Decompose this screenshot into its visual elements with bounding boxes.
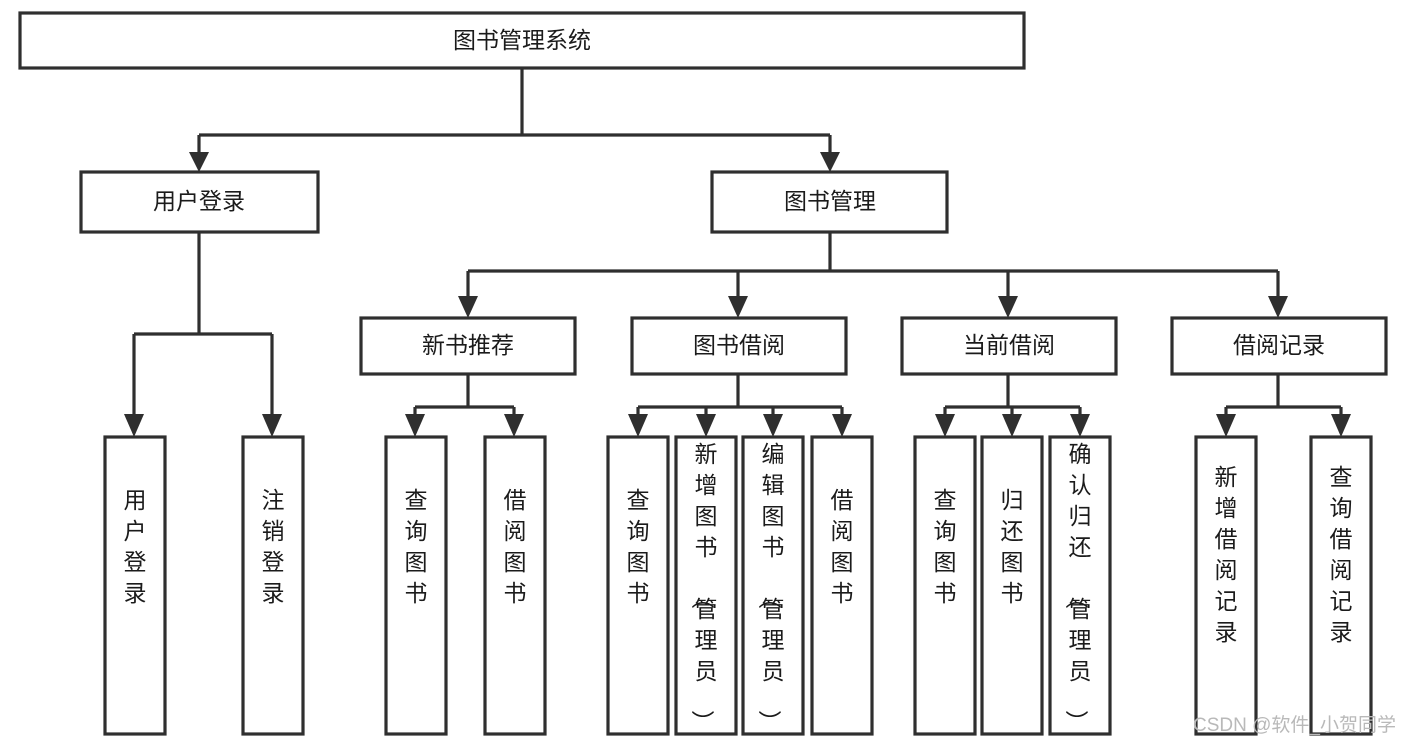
node-borrow-record-box[interactable] (1170, 316, 1388, 376)
node-leaf-add-book[interactable]: 新增图书（管理员） (674, 435, 738, 736)
node-leaf-query-book-3[interactable]: 查询图书 (913, 435, 977, 736)
arrowhead-leaf-add-record (1216, 414, 1236, 437)
arrowhead-leaf-add-book (696, 414, 716, 437)
node-leaf-query-book-3-box[interactable] (913, 435, 977, 736)
node-book-management-box[interactable] (710, 170, 949, 234)
arrowhead-leaf-query-book-1 (405, 414, 425, 437)
arrowhead-borrow-record (1268, 296, 1288, 318)
node-root-box[interactable] (18, 11, 1026, 70)
node-leaf-add-book-label: 新增图书（管理员） (690, 441, 718, 733)
arrowhead-user-login (189, 152, 209, 172)
node-leaf-user-login-box[interactable] (103, 435, 167, 736)
node-leaf-query-record-box[interactable] (1309, 435, 1373, 736)
arrowhead-leaf-confirm-return (1070, 414, 1090, 437)
node-leaf-query-record-label: 查询借阅记录 (1330, 464, 1353, 645)
node-leaf-return-book-label: 归还图书 (1001, 487, 1024, 606)
node-book-borrow[interactable]: 图书借阅 (630, 316, 848, 376)
node-new-book-recommend-box[interactable] (359, 316, 577, 376)
arrowhead-leaf-user-login (124, 414, 144, 437)
node-current-borrow[interactable]: 当前借阅 (900, 316, 1118, 376)
node-leaf-borrow-book-1-box[interactable] (483, 435, 547, 736)
node-borrow-record-label: 借阅记录 (1233, 332, 1325, 358)
node-leaf-query-book-1-box[interactable] (384, 435, 448, 736)
node-leaf-query-book-2[interactable]: 查询图书 (606, 435, 670, 736)
node-leaf-borrow-book-1-label: 借阅图书 (504, 487, 527, 606)
arrowhead-leaf-query-record (1331, 414, 1351, 437)
node-leaf-add-record-label: 新增借阅记录 (1215, 464, 1238, 645)
node-leaf-borrow-book-2[interactable]: 借阅图书 (810, 435, 874, 736)
node-book-management-label: 图书管理 (784, 188, 876, 214)
node-leaf-edit-book[interactable]: 编辑图书（管理员） (741, 435, 805, 736)
node-leaf-query-book-2-label: 查询图书 (627, 487, 650, 606)
arrowhead-leaf-query-book-3 (935, 414, 955, 437)
node-leaf-query-book-1-label: 查询图书 (405, 487, 428, 606)
node-leaf-edit-book-label: 编辑图书（管理员） (757, 441, 785, 733)
node-leaf-logout-login[interactable]: 注销登录 (241, 435, 305, 736)
node-user-login-box[interactable] (79, 170, 320, 234)
node-user-login[interactable]: 用户登录 (79, 170, 320, 234)
node-leaf-confirm-return[interactable]: 确认归还（管理员） (1048, 435, 1112, 736)
node-leaf-add-record-box[interactable] (1194, 435, 1258, 736)
arrowhead-book-borrow (728, 296, 748, 318)
node-leaf-query-book-1[interactable]: 查询图书 (384, 435, 448, 736)
arrowhead-leaf-edit-book (763, 414, 783, 437)
node-leaf-confirm-return-label: 确认归还（管理员） (1064, 441, 1092, 733)
node-leaf-query-book-2-box[interactable] (606, 435, 670, 736)
arrowhead-leaf-borrow-book-2 (832, 414, 852, 437)
csdn-watermark: CSDN @软件_小贺同学 (1193, 714, 1396, 736)
node-leaf-return-book[interactable]: 归还图书 (980, 435, 1044, 736)
node-leaf-add-book-box[interactable] (674, 435, 738, 736)
node-leaf-logout-login-label: 注销登录 (262, 487, 285, 606)
arrowhead-leaf-logout-login (262, 414, 282, 437)
node-book-borrow-box[interactable] (630, 316, 848, 376)
node-leaf-edit-book-box[interactable] (741, 435, 805, 736)
node-leaf-add-record[interactable]: 新增借阅记录 (1194, 435, 1258, 736)
arrowhead-current-borrow (998, 296, 1018, 318)
node-leaf-borrow-book-2-label: 借阅图书 (831, 487, 854, 606)
arrowhead-leaf-borrow-book-1 (504, 414, 524, 437)
node-leaf-query-book-3-label: 查询图书 (934, 487, 957, 606)
connector-group (124, 68, 1351, 437)
node-leaf-borrow-book-2-box[interactable] (810, 435, 874, 736)
node-leaf-user-login[interactable]: 用户登录 (103, 435, 167, 736)
node-current-borrow-box[interactable] (900, 316, 1118, 376)
node-leaf-user-login-label: 用户登录 (124, 487, 147, 606)
node-root-label: 图书管理系统 (453, 27, 591, 53)
node-leaf-confirm-return-box[interactable] (1048, 435, 1112, 736)
node-new-book-recommend-label: 新书推荐 (422, 332, 514, 358)
node-root[interactable]: 图书管理系统 (18, 11, 1026, 70)
node-book-management[interactable]: 图书管理 (710, 170, 949, 234)
node-book-borrow-label: 图书借阅 (693, 332, 785, 358)
node-new-book-recommend[interactable]: 新书推荐 (359, 316, 577, 376)
node-leaf-query-record[interactable]: 查询借阅记录 (1309, 435, 1373, 736)
node-user-login-label: 用户登录 (153, 188, 245, 214)
arrowhead-new-book-recommend (458, 296, 478, 318)
arrowhead-leaf-query-book-2 (628, 414, 648, 437)
arrowhead-book-management (820, 152, 840, 172)
arrowhead-leaf-return-book (1002, 414, 1022, 437)
node-leaf-borrow-book-1[interactable]: 借阅图书 (483, 435, 547, 736)
node-borrow-record[interactable]: 借阅记录 (1170, 316, 1388, 376)
node-leaf-return-book-box[interactable] (980, 435, 1044, 736)
node-leaf-logout-login-box[interactable] (241, 435, 305, 736)
node-current-borrow-label: 当前借阅 (963, 332, 1055, 358)
